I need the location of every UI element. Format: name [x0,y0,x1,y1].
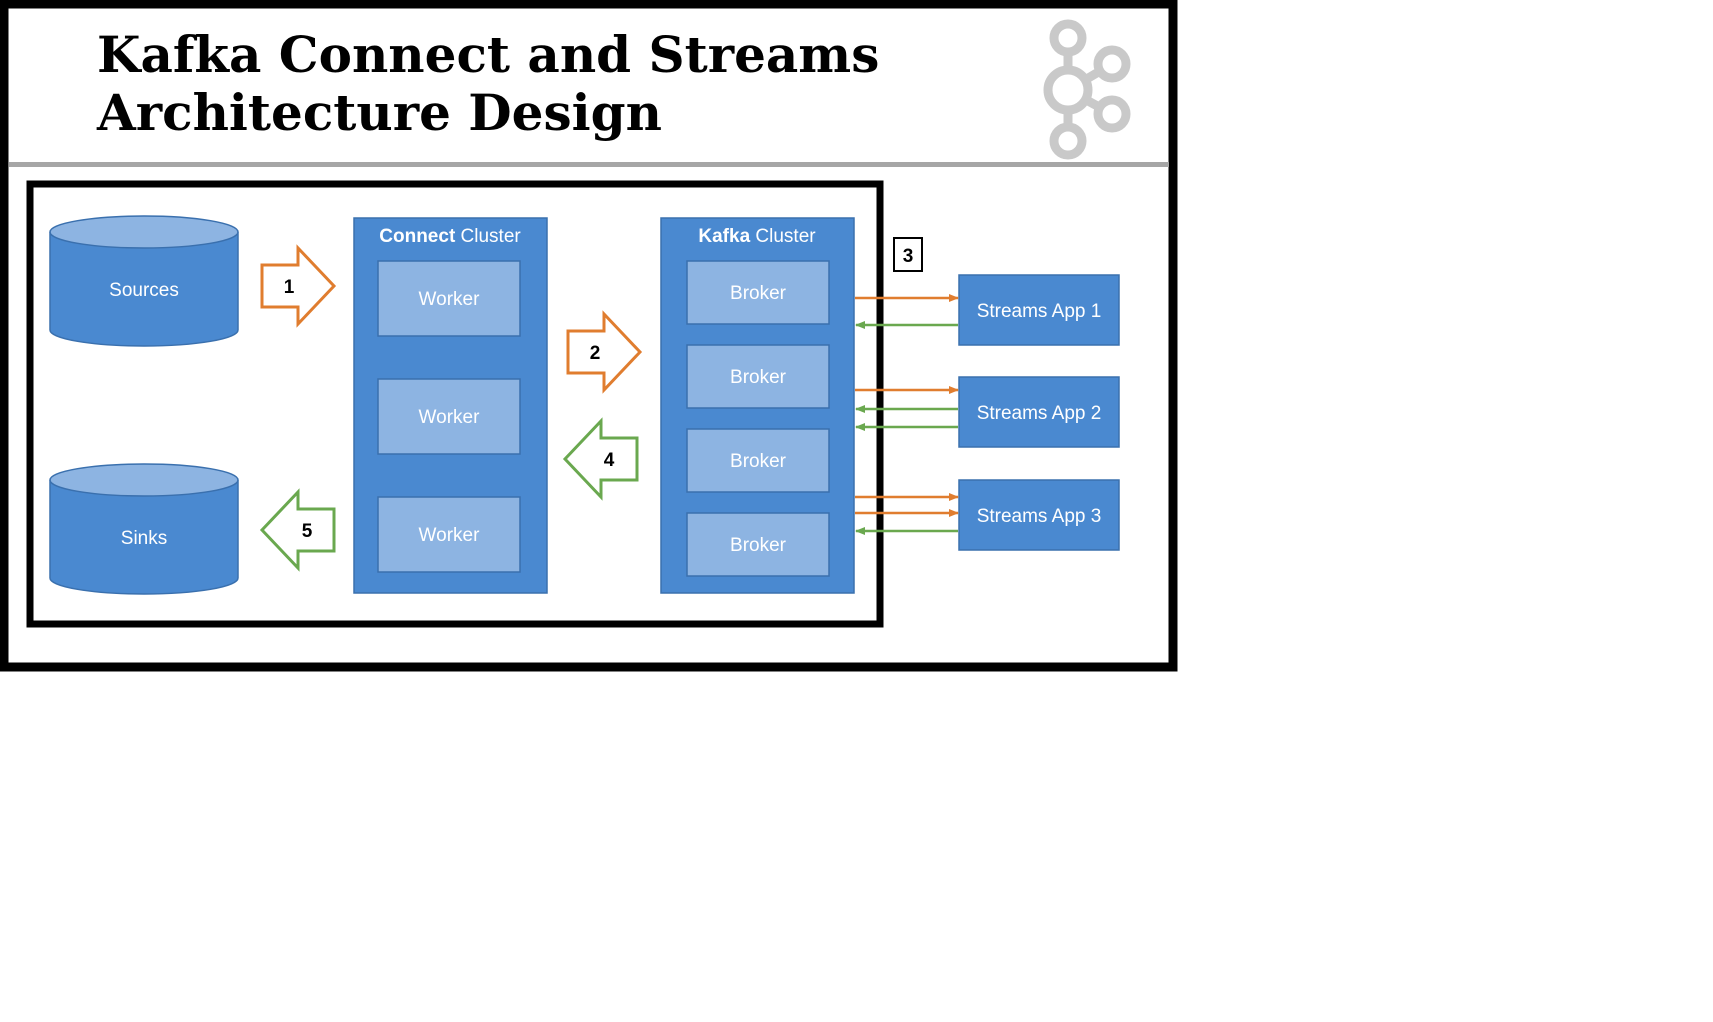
step-3-label: 3 [903,246,914,267]
sinks-datastore: Sinks [49,463,239,595]
kafka-cluster-title: Kafka Cluster [698,226,816,247]
step-4-label: 4 [604,450,615,471]
connect-cluster-title: Connect Cluster [379,226,521,247]
broker-label: Broker [730,283,787,304]
broker-label: Broker [730,535,787,556]
broker-label: Broker [730,451,787,472]
worker-box [377,378,521,455]
worker-label: Worker [419,525,481,546]
step-5-arrow: 5 [259,488,336,572]
step-1-label: 1 [284,277,295,298]
step-2-arrow: 2 [566,310,643,394]
streams-app: Streams App 3 [958,479,1120,551]
step-5-label: 5 [302,521,313,542]
kafka-logo-icon [1043,19,1131,160]
broker-box [686,344,830,409]
broker-box [686,260,830,325]
streams-app-label: Streams App 3 [977,506,1102,527]
sources-datastore: Sources [49,215,239,347]
broker-box [686,428,830,493]
sinks-label: Sinks [121,528,167,549]
broker-box [686,512,830,577]
kafka-cluster: Kafka Cluster Broker Broker Broker Broke… [660,217,855,594]
worker-label: Worker [419,407,481,428]
connect-cluster: Connect Cluster Worker Worker Worker [353,217,548,594]
streams-app-label: Streams App 1 [977,301,1102,322]
step-3-marker: 3 [893,237,923,272]
worker-label: Worker [419,289,481,310]
broker-label: Broker [730,367,787,388]
step-4-arrow: 4 [562,417,639,501]
streams-app: Streams App 2 [958,376,1120,448]
streams-app-label: Streams App 2 [977,403,1102,424]
kafka-cluster-title-bold: Kafka [698,226,750,247]
title-line-1: Kafka Connect and Streams [97,25,879,84]
title-divider [9,162,1169,167]
worker-box [377,260,521,337]
connect-cluster-title-bold: Connect [379,226,456,247]
streams-app: Streams App 1 [958,274,1120,346]
step-1-arrow: 1 [260,244,337,328]
worker-box [377,496,521,573]
kafka-cluster-title-rest: Cluster [750,226,816,247]
title-line-2: Architecture Design [96,83,662,142]
sources-label: Sources [109,280,179,301]
step-2-label: 2 [590,343,601,364]
connect-cluster-title-rest: Cluster [455,226,521,247]
